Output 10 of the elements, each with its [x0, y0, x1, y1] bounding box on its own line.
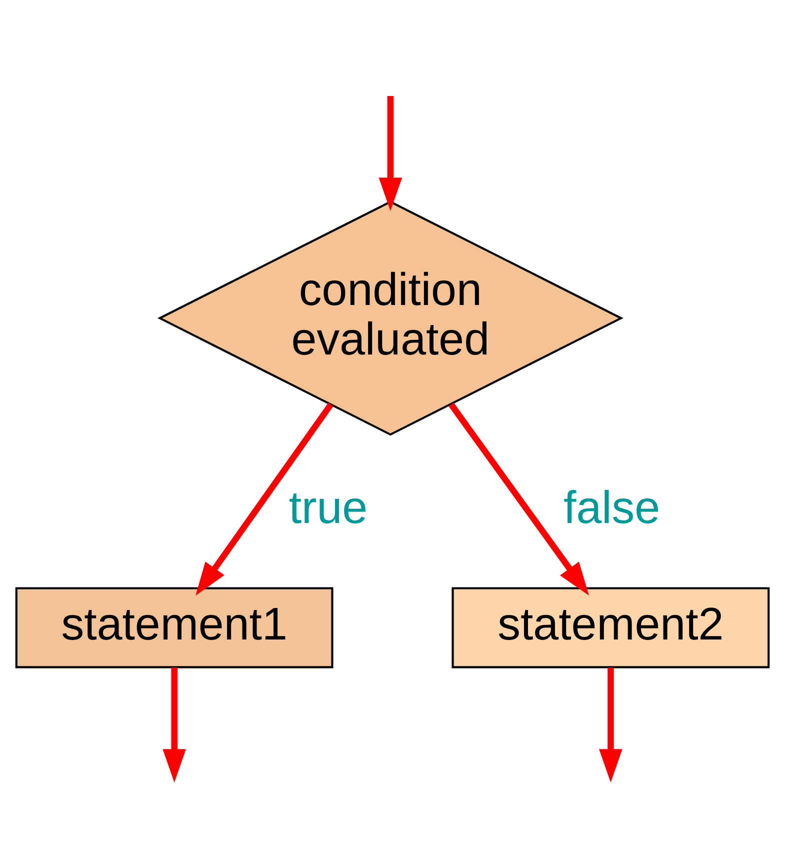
arrow: [378, 95, 402, 210]
arrow: [162, 667, 186, 782]
node-box: statement1: [15, 586, 334, 668]
arrow: [448, 402, 589, 596]
node-diamond: condition evaluated: [157, 200, 624, 436]
node-box: statement2: [452, 586, 770, 668]
edge-label: true: [288, 482, 368, 533]
arrow: [196, 402, 334, 596]
edge-label: false: [564, 482, 660, 533]
arrow: [599, 667, 622, 782]
